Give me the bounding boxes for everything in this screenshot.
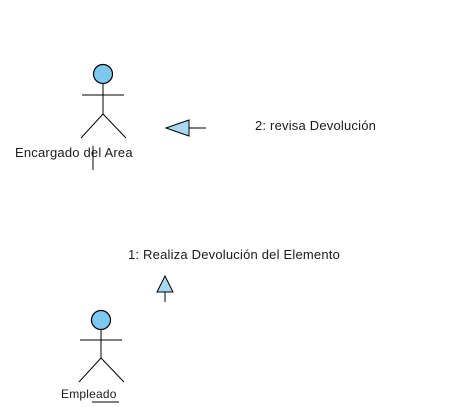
- actor-encargado-leg-right: [102, 113, 127, 139]
- actor-empleado-head: [90, 309, 112, 331]
- actor-empleado-label: Empleado: [61, 387, 117, 401]
- actor-empleado-leg-left: [78, 357, 102, 383]
- message-1-arrowhead: [156, 274, 174, 293]
- message-2-arrow: [164, 119, 206, 137]
- actor-empleado-leg-right: [100, 357, 125, 383]
- actor-encargado-leg-left: [80, 113, 104, 139]
- message-2-arrowhead: [164, 119, 190, 137]
- actor-encargado-head: [92, 63, 114, 85]
- actor-empleado[interactable]: [78, 309, 125, 403]
- actor-encargado[interactable]: [80, 63, 127, 171]
- message-2-label: 2: revisa Devolución: [255, 118, 377, 133]
- message-1-label: 1: Realiza Devolución del Elemento: [128, 247, 341, 262]
- message-1-arrow: [156, 274, 174, 302]
- actor-encargado-label: Encargado del Area: [15, 145, 133, 160]
